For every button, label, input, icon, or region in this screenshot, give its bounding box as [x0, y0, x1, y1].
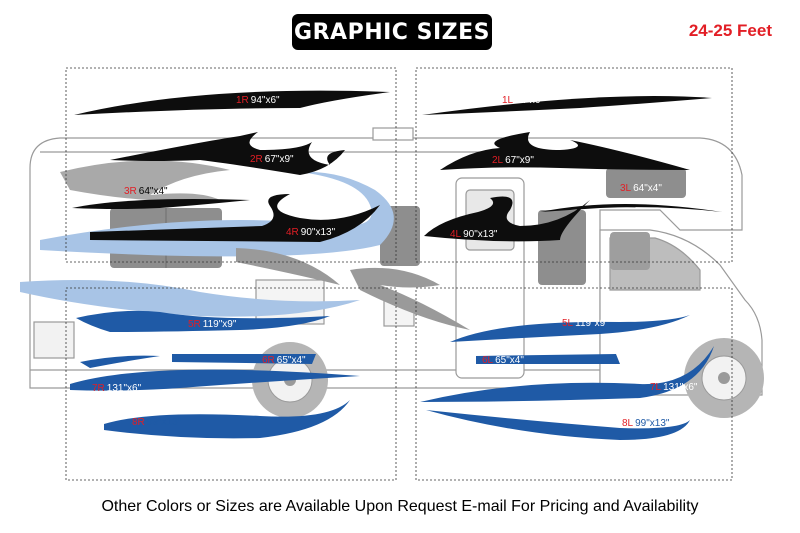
decal-2L-shape — [440, 132, 690, 170]
decal-size: 90"x13" — [300, 227, 336, 238]
decal-code: 3L — [620, 183, 632, 194]
decal-code: 1L — [502, 95, 514, 106]
decal-3L-shape — [540, 204, 722, 212]
decal-4L-shape — [424, 196, 590, 242]
decal-size: 67"x9" — [264, 154, 294, 165]
decal-panels — [65, 67, 733, 481]
decal-size: 65"x4" — [276, 355, 306, 366]
decal-size: 94"x6" — [250, 95, 280, 106]
decal-size: 99"x13" — [146, 417, 182, 428]
decal-code: 6L — [482, 355, 494, 366]
decal-6R-shape — [172, 354, 316, 364]
decal-size: 99"x13" — [635, 418, 670, 429]
decal-code: 1R — [236, 95, 249, 106]
decal-code: 7R — [92, 383, 105, 394]
page-title: GRAPHIC SIZES — [292, 14, 492, 50]
blue-decals — [70, 310, 714, 440]
decal-4R-shape — [90, 194, 380, 242]
decal-size: 94"x6" — [515, 95, 544, 106]
decal-7R-shape — [70, 369, 360, 391]
decal-size: 131"x6" — [663, 382, 698, 393]
decal-code: 5L — [562, 318, 574, 329]
decal-size: 65"x4" — [495, 355, 524, 366]
decal-size: 119"x9" — [575, 318, 609, 329]
black-decals — [72, 90, 722, 242]
decal-code: 8R — [132, 417, 145, 428]
decal-size: 67"x9" — [505, 155, 534, 166]
decal-size: 131"x6" — [106, 383, 142, 394]
decal-8R-shape — [104, 400, 350, 439]
decal-code: 2R — [250, 154, 263, 165]
decal-code: 2L — [492, 155, 504, 166]
decal-code: 5R — [188, 319, 201, 330]
decal-code: 8L — [622, 418, 634, 429]
decal-size: 64"x4" — [138, 186, 168, 197]
decal-1L-shape — [422, 96, 712, 115]
decal-code: 4R — [286, 227, 299, 238]
decal-code: 6R — [262, 355, 275, 366]
decal-code: 3R — [124, 186, 137, 197]
decal-size: 64"x4" — [633, 183, 662, 194]
footer-note: Other Colors or Sizes are Available Upon… — [101, 498, 699, 515]
decal-code: 4L — [450, 229, 462, 240]
vehicle-length-label: 24-25 Feet — [688, 21, 772, 40]
decal-1R-shape — [74, 90, 390, 115]
decal-5L-shape — [450, 315, 690, 342]
decal-size: 90"x13" — [463, 229, 498, 240]
decal-5R-shape — [76, 310, 330, 332]
decal-code: 7L — [650, 382, 662, 393]
decal-size: 119"x9" — [202, 319, 237, 330]
decal-7L-shape — [420, 346, 714, 402]
decal-3R-shape — [72, 199, 250, 209]
decal-8L-shape — [426, 410, 690, 440]
decal-6L-shape — [476, 354, 620, 364]
decal-2R-shape — [110, 132, 345, 175]
